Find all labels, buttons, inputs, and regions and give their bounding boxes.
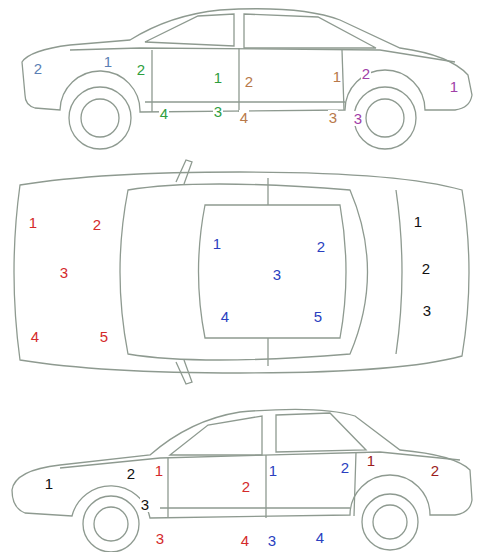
front-window (170, 416, 262, 455)
callout-number: 1 (44, 476, 54, 491)
callout-number: 3 (140, 497, 150, 512)
callout-number: 3 (272, 267, 282, 282)
door-line (354, 452, 356, 516)
wheel (83, 496, 139, 552)
callout-number: 2 (92, 217, 102, 232)
car-side-view-top (22, 9, 472, 149)
callout-number: 4 (315, 530, 325, 545)
callout-number: 3 (328, 110, 338, 125)
callout-number: 2 (361, 66, 371, 81)
callout-number: 2 (241, 479, 251, 494)
callout-number: 1 (103, 54, 113, 69)
callout-number: 2 (316, 239, 326, 254)
car-body (22, 9, 472, 112)
callout-number: 2 (430, 463, 440, 478)
wheel-rim (81, 99, 119, 137)
callout-number: 5 (313, 309, 323, 324)
callout-number: 1 (449, 79, 459, 94)
callout-number: 3 (267, 533, 277, 548)
callout-number: 3 (59, 265, 69, 280)
pillar-line (267, 178, 268, 205)
wheel (362, 494, 418, 550)
door-line (167, 458, 168, 518)
callout-number: 1 (212, 236, 222, 251)
rear-window (145, 14, 234, 46)
callout-number: 4 (159, 106, 169, 121)
callout-number: 2 (126, 466, 136, 481)
callout-number: 4 (239, 110, 249, 125)
car-top-view (14, 160, 469, 384)
callout-number: 3 (353, 111, 363, 126)
car-body (12, 409, 472, 518)
callout-number: 1 (213, 70, 223, 85)
callout-number: 3 (422, 303, 432, 318)
callout-number: 2 (33, 61, 43, 76)
roof-panel (199, 205, 347, 338)
wheel-rim (366, 99, 404, 137)
callout-number: 1 (332, 69, 342, 84)
callout-number: 4 (220, 309, 230, 324)
wheel (69, 87, 131, 149)
callout-number: 3 (155, 531, 165, 546)
callout-number: 2 (340, 460, 350, 475)
waist-line (70, 48, 455, 62)
pillar-line (267, 338, 268, 366)
callout-number: 5 (99, 329, 109, 344)
hood-line (396, 190, 402, 354)
callout-number: 1 (366, 453, 376, 468)
wheel-rim (373, 505, 407, 539)
callout-number: 2 (421, 261, 431, 276)
car-side-view-bottom (12, 409, 472, 552)
callout-number: 3 (213, 104, 223, 119)
callout-number: 4 (240, 533, 250, 548)
car-body (14, 172, 469, 373)
rear-window (276, 413, 366, 452)
callout-number: 4 (30, 329, 40, 344)
door-line (342, 50, 344, 110)
door-line (151, 50, 152, 112)
callout-number: 1 (268, 463, 278, 478)
callout-number: 2 (136, 62, 146, 77)
callout-number: 2 (244, 74, 254, 89)
callout-number: 1 (154, 463, 164, 478)
callout-number: 1 (413, 214, 423, 229)
mirror (176, 160, 192, 184)
front-window (244, 14, 376, 48)
cabin-outline (120, 184, 368, 360)
wheel-rim (94, 507, 128, 541)
waist-line (60, 452, 460, 468)
mirror (176, 360, 192, 384)
sill-line (145, 101, 345, 102)
sill-line (160, 507, 350, 508)
callout-number: 1 (28, 215, 38, 230)
wheel (354, 87, 416, 149)
